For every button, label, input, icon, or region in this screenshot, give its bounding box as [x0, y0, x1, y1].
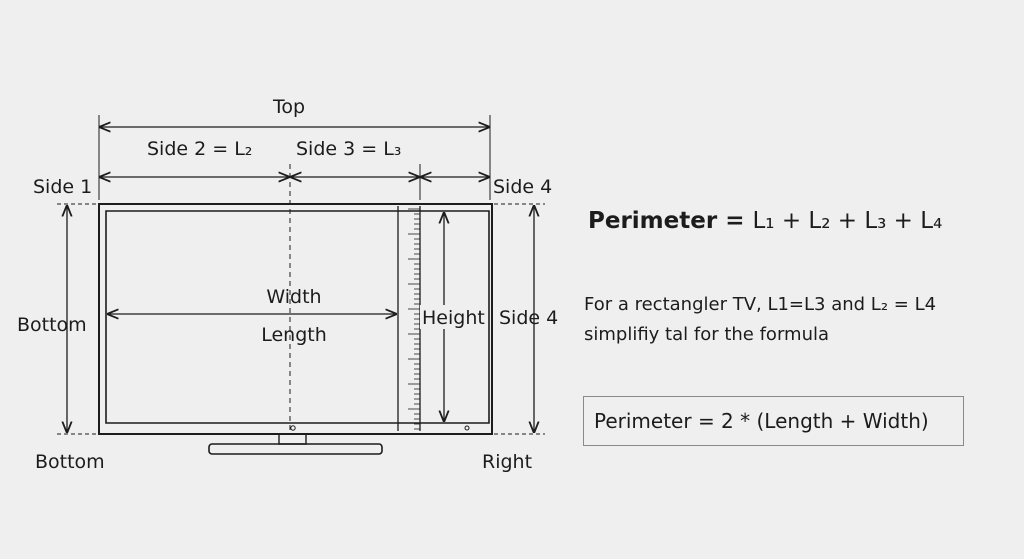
label-bottom-corner: Bottom: [35, 451, 105, 473]
button-icon: [465, 426, 469, 430]
label-length: Length: [261, 324, 327, 346]
formula-terms: L₁ + L₂ + L₃ + L₄: [752, 208, 943, 234]
label-top: Top: [272, 96, 305, 118]
tv-stand-neck: [279, 434, 306, 444]
label-side4-right: Side 4: [499, 307, 558, 329]
label-height: Height: [422, 307, 485, 329]
label-side2: Side 2 = L₂: [147, 138, 252, 160]
label-bottom-left: Bottom: [17, 314, 87, 336]
perimeter-formula: Perimeter = L₁ + L₂ + L₃ + L₄: [588, 208, 942, 234]
label-side4-top: Side 4: [493, 176, 552, 198]
label-side3: Side 3 = L₃: [296, 138, 401, 160]
label-width: Width: [266, 286, 321, 308]
formula-prefix: Perimeter =: [588, 208, 753, 234]
height-ruler: [398, 206, 420, 431]
label-right: Right: [482, 451, 532, 473]
simplified-formula-text: Perimeter = 2 * (Length + Width): [594, 409, 929, 433]
note-line-1: For a rectangler TV, L1=L3 and L₂ = L4: [584, 294, 937, 315]
simplification-note: For a rectangler TV, L1=L3 and L₂ = L4 s…: [584, 290, 936, 350]
tv-stand-base: [209, 444, 382, 454]
simplified-formula-box: Perimeter = 2 * (Length + Width): [583, 396, 964, 446]
power-indicator-icon: [291, 426, 295, 430]
note-line-2: simplifiy tal for the formula: [584, 324, 830, 345]
label-side1: Side 1: [33, 176, 92, 198]
